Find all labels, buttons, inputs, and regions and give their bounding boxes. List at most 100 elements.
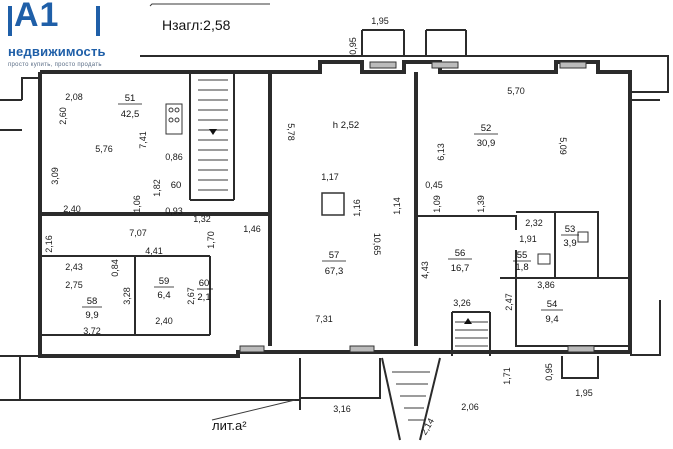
- room-60: 60 2,1: [197, 278, 213, 303]
- window-top-1: [369, 61, 397, 69]
- svg-text:1,71: 1,71: [502, 367, 512, 385]
- logo-name: недвижимость: [8, 44, 106, 59]
- svg-text:2,1: 2,1: [197, 292, 210, 303]
- svg-text:54: 54: [547, 299, 558, 310]
- column: [321, 192, 345, 216]
- entrance-stairs: [381, 311, 491, 441]
- svg-text:2,40: 2,40: [63, 204, 81, 214]
- annex-label: лит.а²: [212, 418, 247, 433]
- logo-bracket-left: [8, 6, 12, 36]
- window-top-2: [431, 61, 459, 69]
- exterior-walls: [38, 60, 632, 358]
- room-52: 52 30,9: [474, 123, 498, 149]
- room-53: 53 3,9: [561, 224, 579, 249]
- agency-logo: А1 недвижимость просто купить, просто пр…: [8, 0, 106, 68]
- svg-text:55: 55: [517, 250, 528, 261]
- staircase-left: [198, 79, 228, 191]
- sink: [537, 253, 551, 265]
- stair-well-walls: [189, 72, 235, 201]
- window-bottom-left: [239, 345, 265, 353]
- svg-text:7,07: 7,07: [129, 228, 147, 238]
- svg-text:1,06: 1,06: [132, 195, 142, 213]
- svg-text:0,84: 0,84: [110, 259, 120, 277]
- svg-text:58: 58: [87, 296, 98, 307]
- svg-text:9,9: 9,9: [85, 310, 98, 321]
- svg-text:60: 60: [199, 278, 210, 289]
- svg-text:0,95: 0,95: [544, 363, 554, 381]
- svg-text:52: 52: [481, 123, 492, 134]
- svg-text:2,08: 2,08: [65, 92, 83, 102]
- svg-text:10,65: 10,65: [372, 233, 382, 256]
- svg-text:1,95: 1,95: [371, 16, 389, 26]
- walls-58-59: [40, 255, 211, 336]
- toilet: [577, 231, 589, 243]
- svg-text:3,9: 3,9: [563, 238, 576, 249]
- room-height-label: h 2,52: [333, 120, 359, 131]
- left-wing-walls: [0, 77, 40, 131]
- svg-text:3,16: 3,16: [333, 404, 351, 414]
- bottom-niche: [561, 356, 599, 379]
- svg-text:1,39: 1,39: [476, 195, 486, 213]
- svg-text:2,60: 2,60: [58, 107, 68, 125]
- dimension-labels: 1,95 0,95 5,70 5,09 6,13 5,78 2,08 2,60 …: [44, 16, 593, 437]
- svg-text:0,86: 0,86: [165, 152, 183, 162]
- room-55: 55 1,8: [513, 250, 531, 273]
- svg-text:0,93: 0,93: [165, 206, 183, 216]
- svg-text:0,95: 0,95: [348, 37, 358, 55]
- room-58: 58 9,9: [82, 296, 102, 321]
- svg-text:7,41: 7,41: [138, 131, 148, 149]
- svg-text:2,14: 2,14: [419, 416, 436, 436]
- svg-text:1,17: 1,17: [321, 172, 339, 182]
- logo-mark: А1: [14, 0, 60, 34]
- right-wing-walls: [630, 99, 661, 356]
- svg-text:1,46: 1,46: [243, 224, 261, 234]
- svg-text:2,16: 2,16: [44, 235, 54, 253]
- svg-text:67,3: 67,3: [325, 266, 344, 277]
- room-56: 56 16,7: [448, 248, 472, 274]
- room-54: 54 9,4: [541, 299, 563, 325]
- svg-text:1,70: 1,70: [206, 231, 216, 249]
- svg-text:2,43: 2,43: [65, 262, 83, 272]
- ceiling-height-label: Нзагл:2,58: [162, 17, 231, 33]
- svg-text:6,4: 6,4: [157, 290, 170, 301]
- svg-text:3,09: 3,09: [50, 167, 60, 185]
- svg-text:1,16: 1,16: [352, 199, 362, 217]
- bottom-left-walls: [0, 355, 301, 410]
- svg-text:1,82: 1,82: [152, 179, 162, 197]
- svg-text:2,06: 2,06: [461, 402, 479, 412]
- svg-text:0,45: 0,45: [425, 180, 443, 190]
- svg-text:3,28: 3,28: [122, 287, 132, 305]
- svg-text:3,86: 3,86: [537, 280, 555, 290]
- svg-text:2,67: 2,67: [186, 287, 196, 305]
- svg-text:1,91: 1,91: [519, 234, 537, 244]
- svg-text:2,40: 2,40: [155, 316, 173, 326]
- svg-text:1,09: 1,09: [432, 195, 442, 213]
- svg-text:5,70: 5,70: [507, 86, 525, 96]
- annex-label-leader: [211, 399, 296, 421]
- window-top-3: [559, 61, 587, 69]
- window-bottom: [567, 345, 595, 353]
- svg-text:2,47: 2,47: [504, 293, 514, 311]
- svg-text:16,7: 16,7: [451, 263, 470, 274]
- room-51: 51 42,5: [118, 93, 142, 120]
- logo-tagline: просто купить, просто продать: [8, 62, 102, 68]
- svg-text:2,75: 2,75: [65, 280, 83, 290]
- svg-text:42,5: 42,5: [121, 109, 140, 120]
- svg-text:1,14: 1,14: [392, 197, 402, 215]
- top-niches: [361, 29, 467, 56]
- svg-text:30,9: 30,9: [477, 138, 496, 149]
- room-57: 57 67,3: [322, 250, 346, 277]
- room-59: 59 6,4: [154, 276, 174, 301]
- walls-54: [500, 277, 630, 347]
- svg-text:4,41: 4,41: [145, 246, 163, 256]
- svg-text:5,09: 5,09: [558, 137, 568, 155]
- svg-text:9,4: 9,4: [545, 314, 558, 325]
- logo-bracket-right: [96, 6, 100, 36]
- svg-text:53: 53: [565, 224, 576, 235]
- svg-text:5,78: 5,78: [286, 123, 296, 141]
- svg-text:5,76: 5,76: [95, 144, 113, 154]
- svg-text:1,32: 1,32: [193, 214, 211, 224]
- svg-text:3,26: 3,26: [453, 298, 471, 308]
- svg-text:1,8: 1,8: [515, 262, 528, 273]
- svg-text:6,13: 6,13: [436, 143, 446, 161]
